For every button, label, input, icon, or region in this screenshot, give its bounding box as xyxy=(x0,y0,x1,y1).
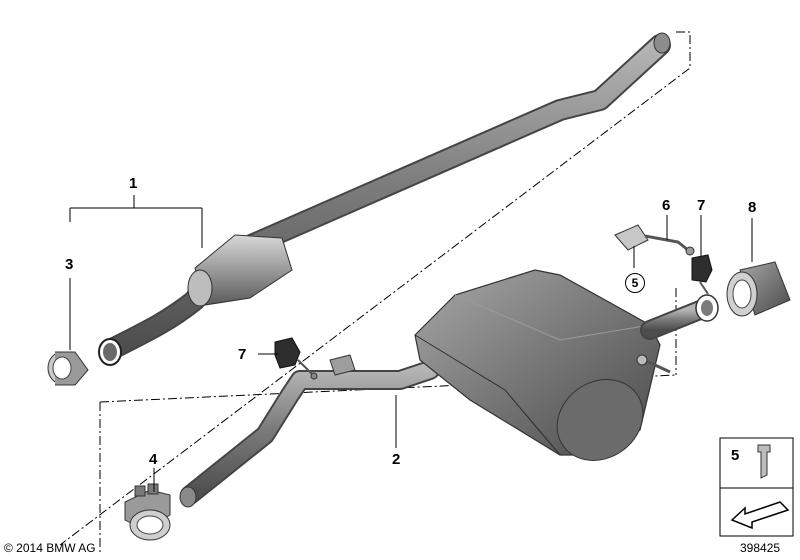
clamp-rear xyxy=(124,483,171,541)
clamp-front xyxy=(47,351,89,386)
copyright-text: © 2014 BMW AG xyxy=(4,541,96,555)
callout-1: 1 xyxy=(129,175,138,192)
callout-2: 2 xyxy=(392,451,401,468)
callout-7-left: 7 xyxy=(238,346,247,363)
rubber-mount-right xyxy=(691,254,713,295)
callout-4: 4 xyxy=(149,451,158,468)
rear-muffler-pipe xyxy=(179,360,440,508)
front-pipe-with-catalyst xyxy=(98,32,671,366)
callout-6: 6 xyxy=(662,197,671,214)
rubber-mount-left xyxy=(274,337,356,380)
callout-8: 8 xyxy=(748,199,757,216)
image-number: 398425 xyxy=(740,541,781,555)
legend-number: 5 xyxy=(731,447,740,464)
callout-7-right: 7 xyxy=(697,197,706,214)
rear-muffler xyxy=(414,269,719,461)
tailpipe-trim xyxy=(726,261,791,317)
callout-3: 3 xyxy=(65,256,74,273)
callout-5-circled: 5 xyxy=(625,273,645,293)
hanger-bracket xyxy=(614,224,695,256)
legend-box xyxy=(719,437,794,537)
leader-lines xyxy=(69,195,753,492)
